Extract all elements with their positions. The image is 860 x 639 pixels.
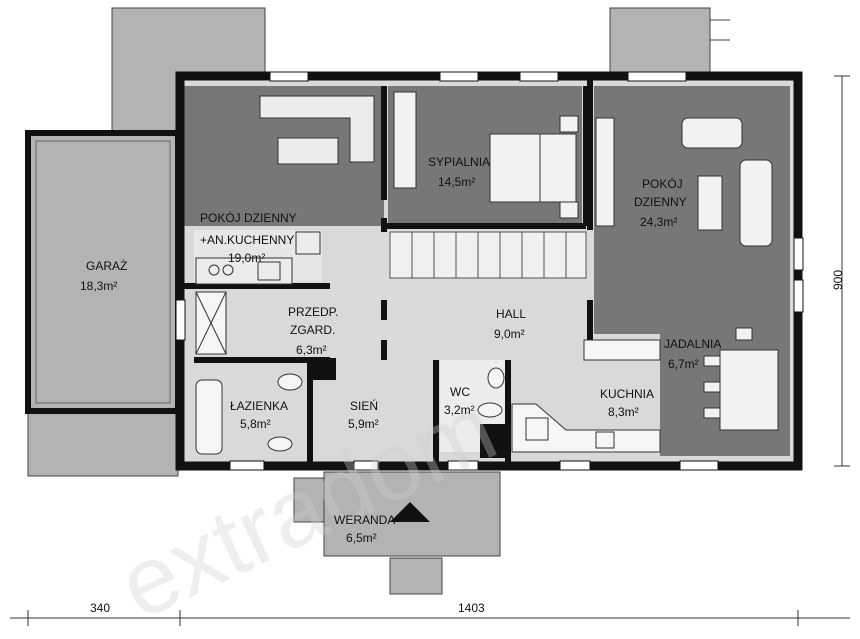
- room-label-wardrobe-2: ZGARD.: [290, 323, 335, 337]
- room-area-living-kitchen: 19,0m²: [228, 251, 265, 265]
- bathroom-fixtures: [195, 291, 505, 455]
- staircase: [389, 231, 587, 279]
- dimension-bottom-left: 340: [90, 601, 110, 615]
- room-area-vestibule: 5,9m²: [348, 417, 379, 431]
- room-label-hall: HALL: [496, 307, 526, 321]
- windows: [175, 71, 804, 471]
- kitchen-counter: [511, 339, 661, 453]
- room-area-bedroom: 14,5m²: [438, 175, 475, 189]
- room-label-living-2: DZIENNY: [634, 195, 687, 209]
- room-label-vestibule: SIEŃ: [350, 398, 378, 413]
- room-label-kitchen: KUCHNIA: [600, 387, 654, 401]
- room-area-dining: 6,7m²: [668, 357, 699, 371]
- room-label-wc: WC: [450, 385, 470, 399]
- room-label-living-1: POKÓJ: [642, 176, 683, 191]
- room-area-wc: 3,2m²: [444, 403, 475, 417]
- room-label-veranda: WERANDA: [334, 513, 395, 527]
- room-label-dining: JADALNIA: [664, 337, 721, 351]
- room-area-veranda: 6,5m²: [346, 531, 377, 545]
- terrace-right: [609, 7, 711, 73]
- room-label-living-kitchen-2: +AN.KUCHENNY: [200, 233, 294, 247]
- room-label-garage: GARAŻ: [86, 259, 127, 273]
- dimension-bottom-main: 1403: [458, 601, 485, 615]
- entrance-arrow: [390, 502, 430, 522]
- room-area-bathroom: 5,8m²: [240, 417, 271, 431]
- furniture-living-kitchen: [195, 95, 375, 285]
- furniture-living: [595, 117, 779, 431]
- terrace-garage: [27, 411, 179, 477]
- interior-walls: [180, 80, 593, 462]
- dimension-right-height: 900: [831, 270, 845, 290]
- room-area-garage: 18,3m²: [80, 279, 117, 293]
- room-label-living-kitchen-1: POKÓJ DZIENNY: [200, 210, 297, 225]
- room-area-living: 24,3m²: [640, 215, 677, 229]
- room-area-wardrobe: 6,3m²: [296, 343, 327, 357]
- room-area-hall: 9,0m²: [494, 327, 525, 341]
- room-label-wardrobe-1: PRZEDP.: [288, 305, 338, 319]
- outer-wall: [175, 71, 803, 471]
- room-label-bedroom: SYPIALNIA: [428, 155, 490, 169]
- dimension-lines: [10, 75, 850, 626]
- room-area-kitchen: 8,3m²: [608, 405, 639, 419]
- room-label-bathroom: ŁAZIENKA: [230, 399, 288, 413]
- furniture-bedroom: [393, 91, 579, 219]
